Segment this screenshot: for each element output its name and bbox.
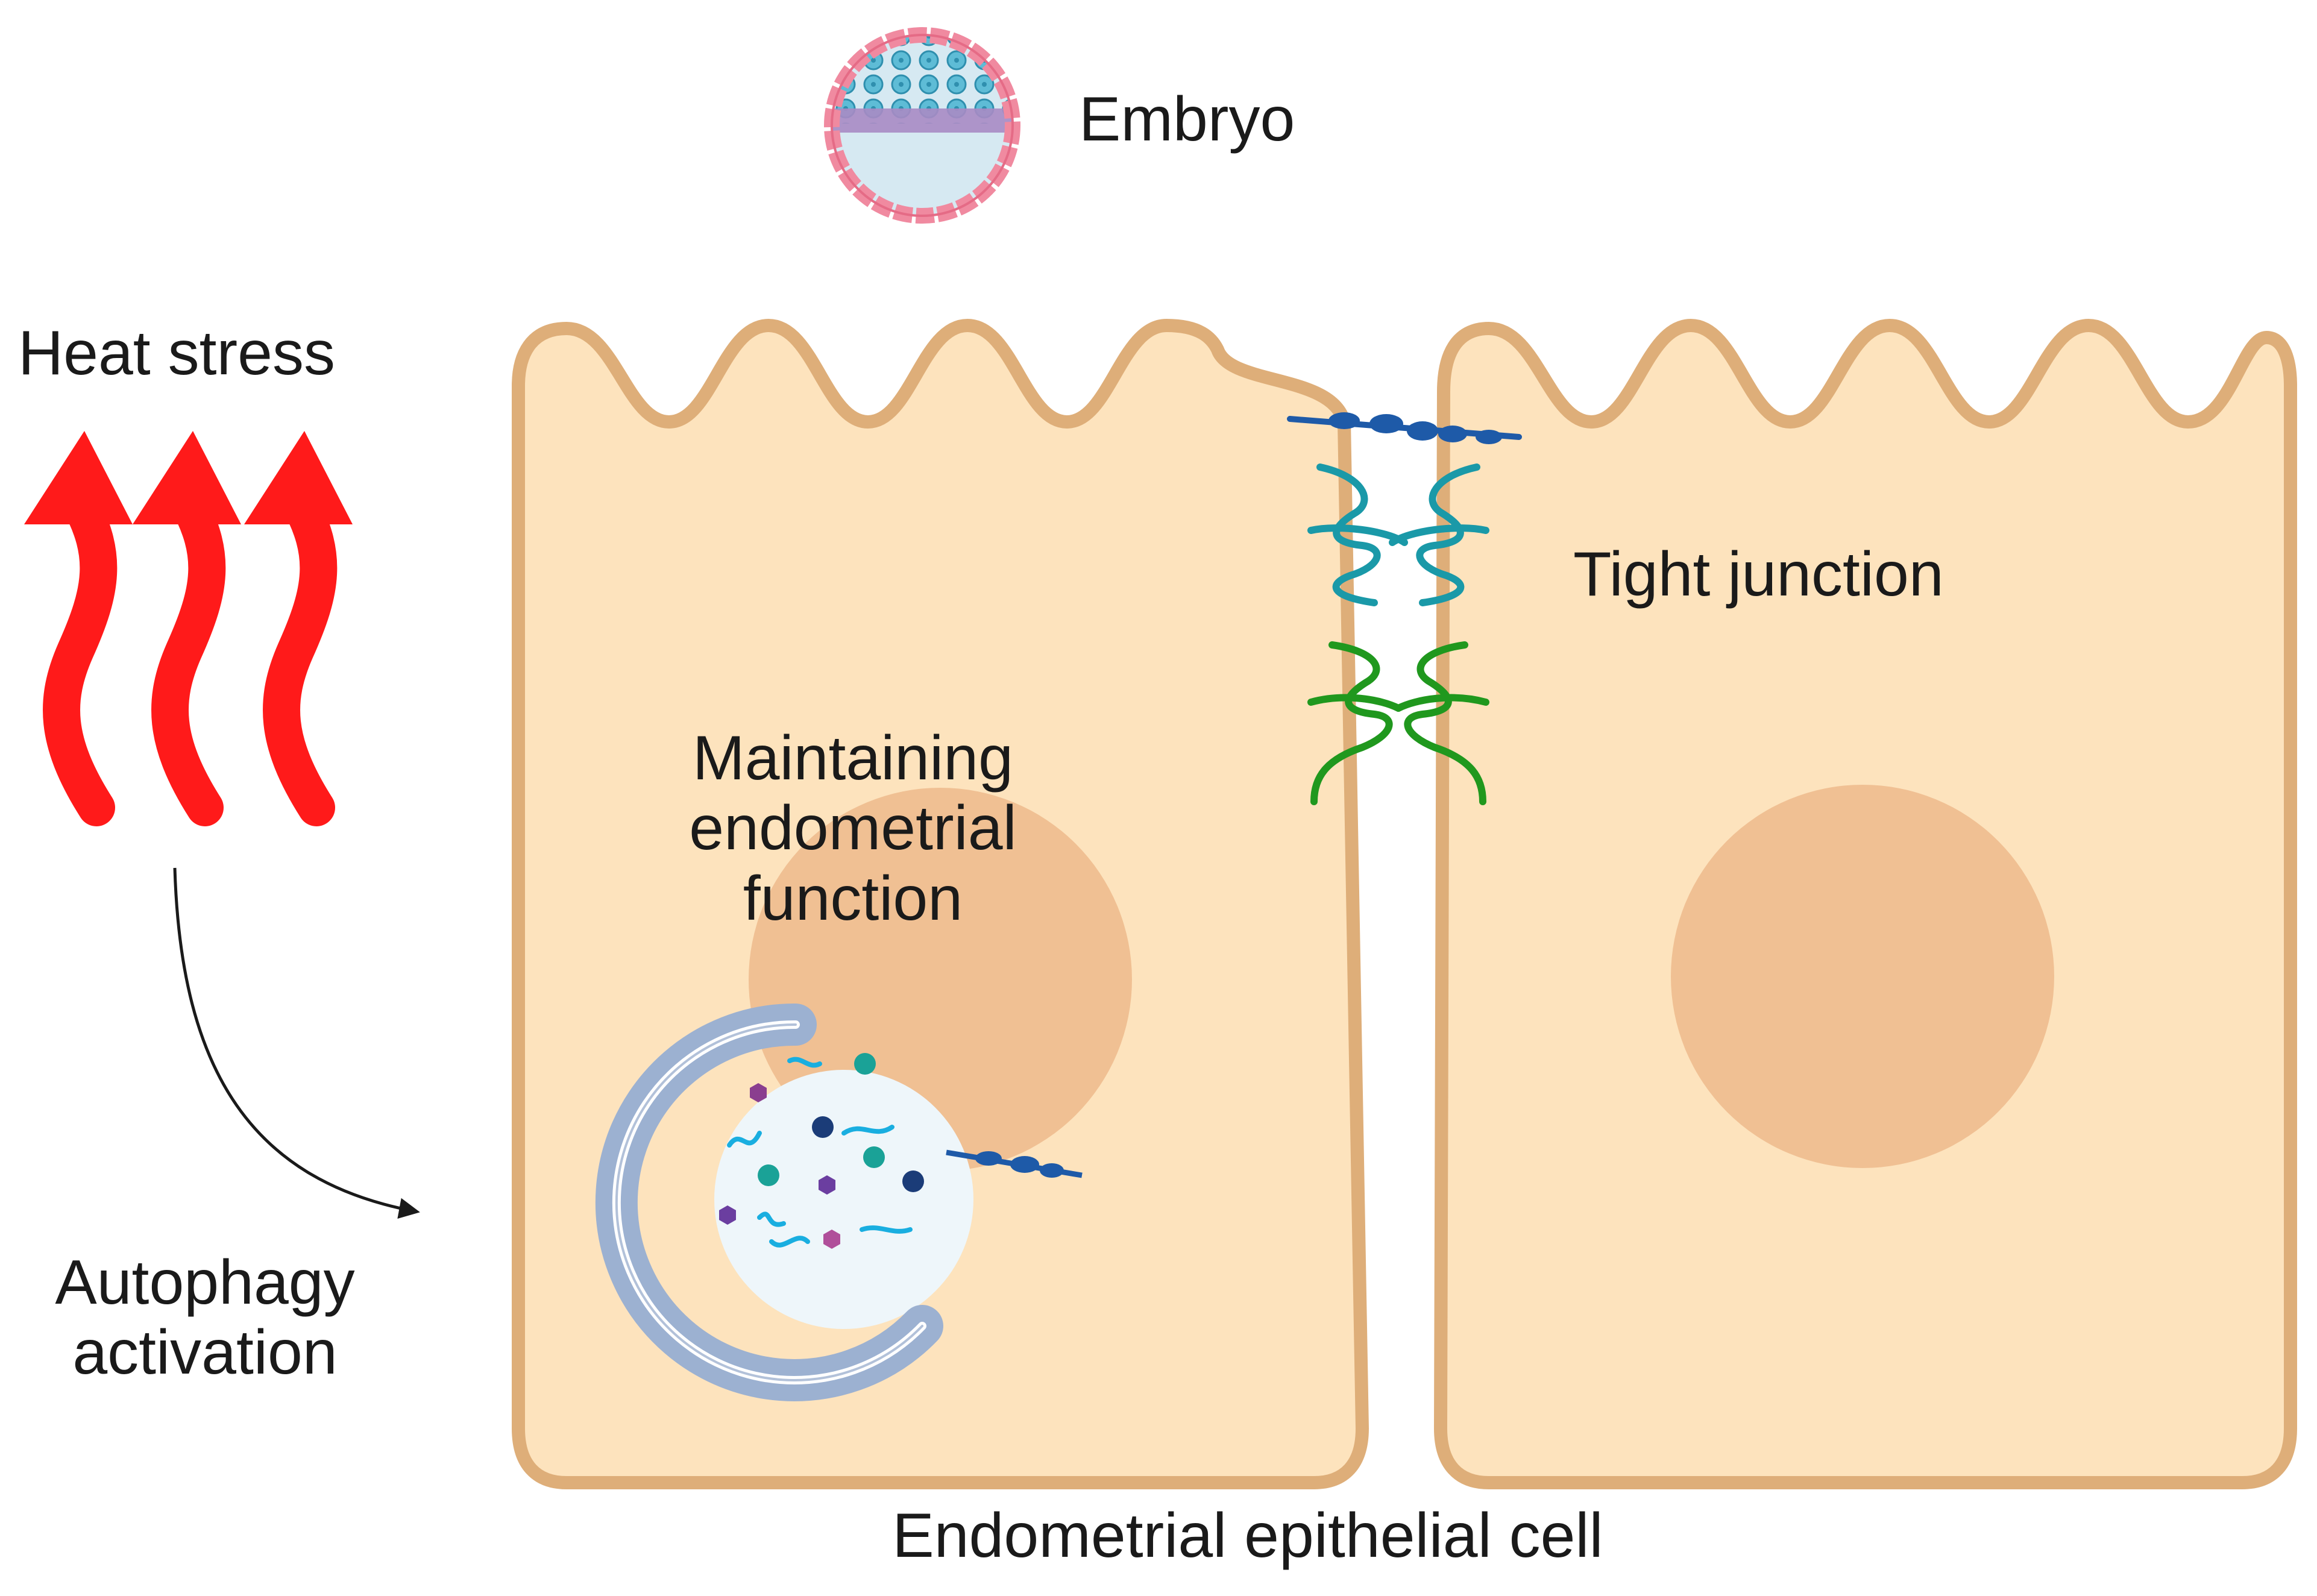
autophagy-label-line1: Autophagy <box>55 1248 355 1318</box>
embryo-label: Embryo <box>1079 84 1295 154</box>
tight-junction-icon <box>1287 412 1522 805</box>
tight-junction-label: Tight junction <box>1573 539 1944 609</box>
autophagy-arrow <box>173 867 420 1219</box>
maintaining-label-line1: Maintaining <box>693 723 1013 793</box>
autophagy-activation-label: Autophagy activation <box>36 1248 374 1388</box>
autophagy-label-line2: activation <box>72 1318 338 1388</box>
right-nucleus <box>1671 785 2054 1168</box>
maintaining-label-line2: endometrial <box>689 793 1017 864</box>
endometrial-cell-label: Endometrial epithelial cell <box>892 1501 1603 1571</box>
maintaining-function-label: Maintaining endometrial function <box>633 723 1073 934</box>
wavy-arrow-icon <box>244 431 353 826</box>
wavy-arrow-icon <box>133 431 241 826</box>
wavy-arrow-icon <box>24 431 133 826</box>
autophagosome-icon <box>595 1003 1083 1401</box>
heat-stress-label: Heat stress <box>18 318 335 388</box>
heat-wavy-arrows <box>24 431 353 826</box>
blastocyst-icon <box>824 27 1020 224</box>
maintaining-label-line3: function <box>743 863 963 934</box>
